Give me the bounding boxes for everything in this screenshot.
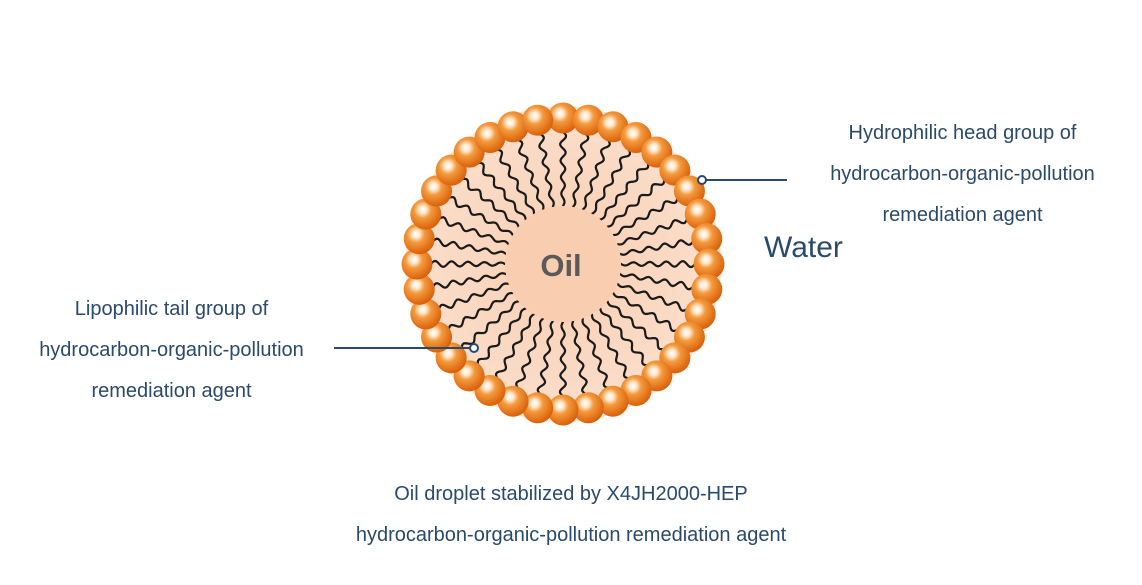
hydrophilic-head (684, 298, 716, 330)
hydrophilic-head (597, 385, 629, 417)
hydrophilic-head (547, 102, 579, 134)
hydrophilic-head (684, 198, 716, 230)
lipophilic-tail (619, 260, 697, 269)
lipophilic-tail (515, 317, 545, 390)
hydrophilic-head (497, 111, 529, 143)
hydrophilic-head (597, 111, 629, 143)
lipophilic-tail (447, 291, 514, 332)
lipophilic-tail (606, 178, 666, 228)
tail-label-line-2: hydrocarbon-organic-pollution (39, 339, 304, 361)
hydrophilic-head (691, 273, 723, 305)
lipophilic-tail (494, 313, 536, 380)
head-label-line-1: Hydrophilic head group of (848, 122, 1077, 144)
lipophilic-tail-label: Lipophilic tail group of hydrocarbon-org… (0, 289, 343, 412)
head-leader-dot (697, 175, 707, 185)
hydrophilic-head (693, 248, 725, 280)
lipophilic-tail (612, 196, 679, 237)
hydrophilic-head (673, 175, 705, 207)
oil-core-label: Oil (540, 248, 582, 283)
water-label: Water (764, 231, 843, 264)
lipophilic-tail (599, 161, 650, 221)
lipophilic-tail (590, 313, 631, 380)
lipophilic-tail (495, 148, 536, 215)
lipophilic-tail (599, 307, 649, 367)
hydrophilic-head (410, 298, 442, 330)
caption-line-2: hydrocarbon-organic-pollution remediatio… (355, 524, 787, 546)
hydrophilic-head (401, 248, 433, 280)
hydrophilic-head (522, 392, 554, 424)
lipophilic-tail (612, 291, 679, 333)
lipophilic-tail (429, 259, 507, 268)
lipophilic-tail (616, 217, 689, 246)
lipophilic-tail (559, 130, 568, 208)
lipophilic-tail (431, 272, 507, 289)
lipophilic-tail (431, 237, 507, 256)
diagram-caption: Oil droplet stabilized by X4JH2000-HEP h… (271, 474, 871, 556)
hydrophilic-head (421, 321, 453, 353)
lipophilic-tail (460, 177, 520, 228)
hydrophilic-head (572, 104, 604, 136)
hydrophilic-head (691, 223, 723, 255)
hydrophilic-head (620, 374, 652, 406)
hydrophilic-head (410, 198, 442, 230)
hydrophilic-heads (401, 102, 725, 426)
caption-line-1: Oil droplet stabilized by X4JH2000-HEP (394, 483, 748, 505)
lipophilic-tail (538, 132, 555, 208)
head-label-line-3: remediation agent (882, 204, 1043, 226)
hydrophilic-head (572, 392, 604, 424)
lipophilic-tail (581, 138, 611, 211)
lipophilic-tail (616, 282, 689, 312)
tail-leader-dot (469, 343, 479, 353)
lipophilic-tail (516, 138, 545, 211)
hydrophilic-head (403, 273, 435, 305)
oil-core (505, 206, 621, 322)
lipophilic-tail (581, 317, 610, 390)
tail-label-line-1: Lipophilic tail group of (74, 298, 269, 320)
hydrophilic-head (522, 104, 554, 136)
lipophilic-tail (477, 161, 527, 221)
hydrophilic-head-label: Hydrophilic head group of hydrocarbon-or… (790, 113, 1135, 236)
head-label-line-2: hydrocarbon-organic-pollution (830, 163, 1095, 185)
hydrophilic-head (403, 223, 435, 255)
lipophilic-tail (619, 239, 695, 256)
lipophilic-tail (571, 132, 590, 208)
tail-label-line-3: remediation agent (91, 380, 252, 402)
lipophilic-tail (571, 320, 588, 396)
hydrophilic-head (547, 394, 579, 426)
lipophilic-tail (590, 148, 632, 215)
lipophilic-tail (437, 282, 510, 311)
lipophilic-tail (460, 300, 520, 350)
lipophilic-tail (437, 216, 510, 246)
lipophilic-tails (429, 130, 697, 398)
hydrophilic-head (474, 122, 506, 154)
lipophilic-tail (447, 195, 514, 237)
lipophilic-tail (558, 320, 567, 398)
hydrophilic-head (497, 385, 529, 417)
lipophilic-tail (606, 300, 666, 351)
lipophilic-tail (536, 320, 555, 396)
lipophilic-tail (476, 307, 527, 367)
lipophilic-tail (619, 272, 695, 291)
